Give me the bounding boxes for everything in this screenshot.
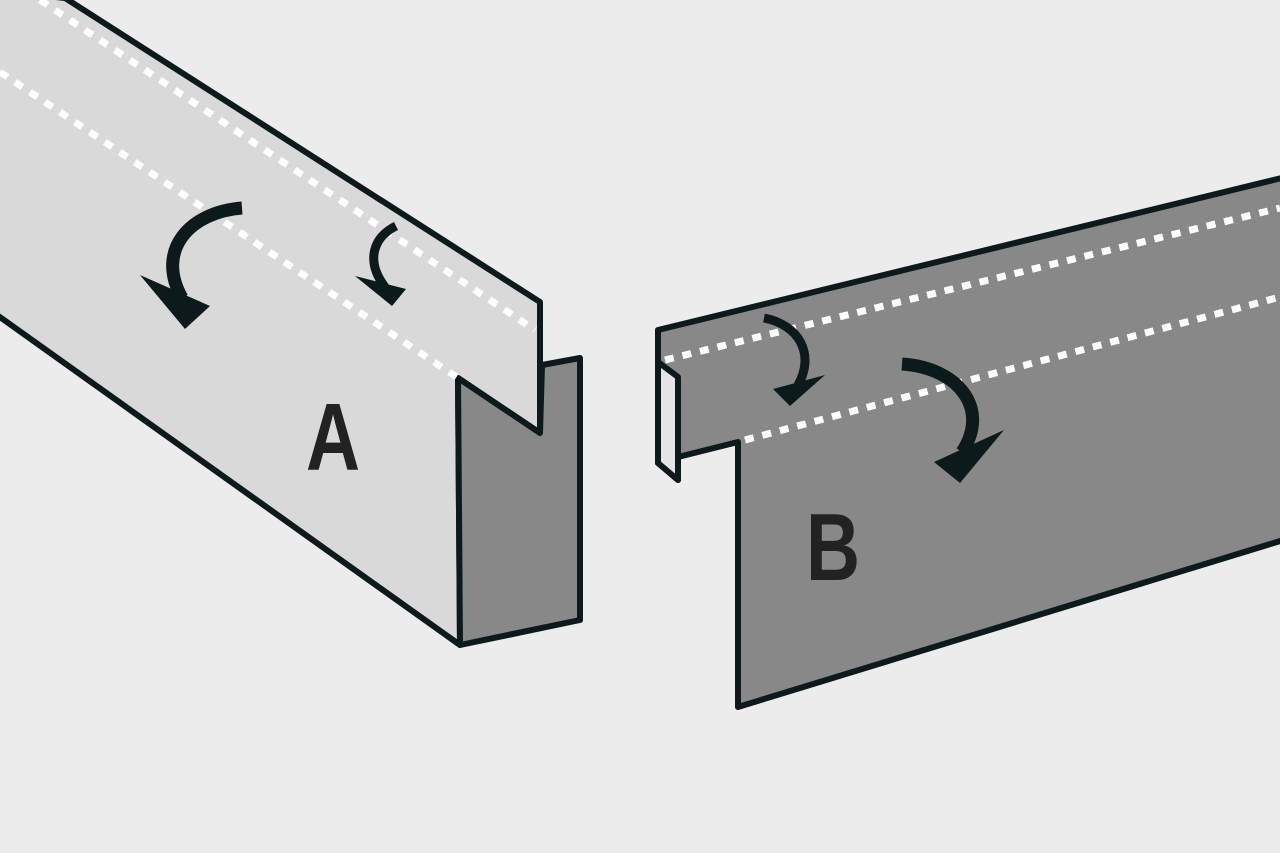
label-b: B — [806, 494, 860, 601]
part-a — [0, 0, 583, 648]
part-b-fold-line-1 — [664, 204, 1280, 364]
label-a: A — [306, 384, 360, 491]
part-a-end-face — [455, 355, 583, 648]
part-b-flap — [655, 359, 681, 483]
fold-arrow-icon — [762, 313, 825, 406]
part-a-fold-line-2 — [0, 69, 460, 381]
fold-arrow-icon — [140, 201, 243, 329]
fold-arrow-icon — [901, 357, 1004, 483]
fold-arrow-icon — [355, 221, 406, 306]
part-b-fold-line-2 — [744, 293, 1280, 444]
